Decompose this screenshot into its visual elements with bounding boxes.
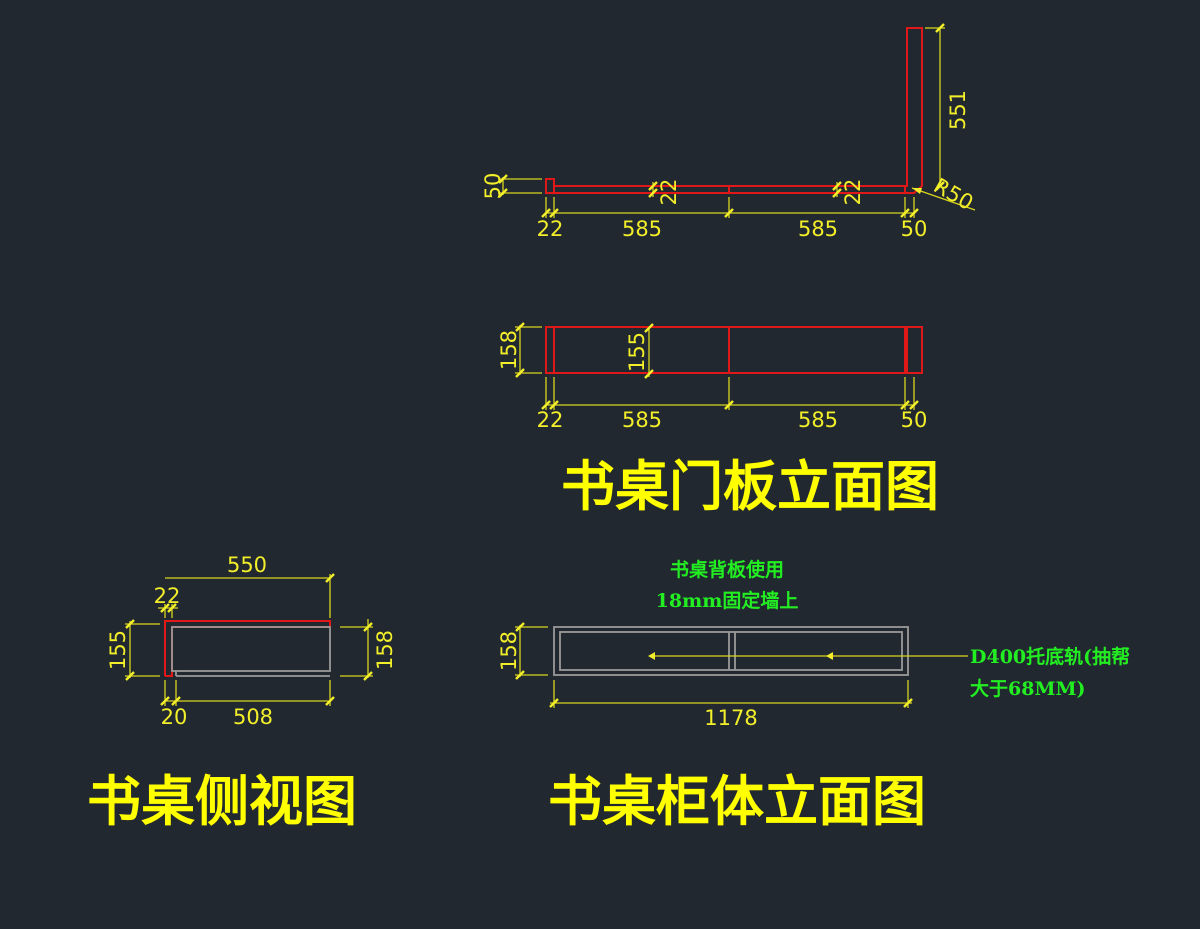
top-view-dim-w1: 22 xyxy=(537,217,564,241)
back-panel-note-line2: 18mm固定墙上 xyxy=(656,589,799,612)
door-elevation-title: 书桌门板立面图 xyxy=(561,455,939,518)
cabinet-elevation: 书桌背板使用 18mm固定墙上 D400托底轨(抽帮 大于68MM) xyxy=(497,558,1130,833)
side-dim-h-left: 155 xyxy=(106,630,130,670)
door-dim-w2: 585 xyxy=(622,408,662,432)
side-view-dimension-lines xyxy=(125,573,373,706)
rail-note-line2: 大于68MM) xyxy=(970,677,1086,700)
side-dim-bottom-b: 508 xyxy=(233,705,273,729)
back-panel-note-line1: 书桌背板使用 xyxy=(670,558,784,581)
side-dim-bottom-a: 20 xyxy=(161,705,188,729)
door-elevation-dimension-lines xyxy=(515,322,919,410)
side-dim-h-right: 158 xyxy=(373,630,397,670)
cabinet-elevation-title: 书桌柜体立面图 xyxy=(548,770,926,833)
top-view-dim-joint-b: 22 xyxy=(841,179,865,206)
side-view: 550 22 155 158 20 508 书桌侧视图 xyxy=(87,553,397,833)
top-view-outline xyxy=(545,27,923,194)
door-dim-h-inner: 155 xyxy=(625,332,649,372)
top-view-dim-joint-a: 22 xyxy=(657,179,681,206)
top-view-dim-w2: 585 xyxy=(622,217,662,241)
door-dim-w1: 22 xyxy=(537,408,564,432)
cabinet-dim-w: 1178 xyxy=(704,706,757,730)
rail-leader xyxy=(648,652,968,660)
side-dim-top: 550 xyxy=(227,553,267,577)
cabinet-outline xyxy=(553,626,909,676)
top-view: 50 22 22 551 R50 22 585 585 50 xyxy=(481,23,977,241)
top-view-dim-w3: 585 xyxy=(798,217,838,241)
top-view-dim-thk-left: 50 xyxy=(481,173,505,200)
door-dim-w3: 585 xyxy=(798,408,838,432)
top-view-dim-w4: 50 xyxy=(901,217,928,241)
door-dim-w4: 50 xyxy=(901,408,928,432)
top-view-dim-height-right: 551 xyxy=(946,90,970,130)
door-elevation-outline xyxy=(545,326,923,374)
side-dim-top-thk: 22 xyxy=(154,584,181,608)
door-dim-h-outer: 158 xyxy=(497,330,521,370)
top-view-dimension-lines xyxy=(498,23,976,218)
side-view-title: 书桌侧视图 xyxy=(87,770,357,833)
cabinet-dimension-lines xyxy=(515,622,913,708)
cabinet-dim-h: 158 xyxy=(497,631,521,671)
door-elevation: 158 155 22 585 585 50 书桌门板立面图 xyxy=(497,322,939,518)
rail-note-line1: D400托底轨(抽帮 xyxy=(970,645,1130,668)
side-view-outline xyxy=(164,620,331,677)
